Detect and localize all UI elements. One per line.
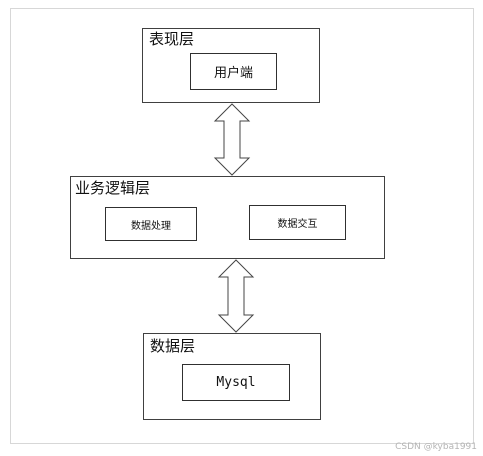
data-layer: 数据层 Mysql [143, 333, 321, 420]
data-layer-title: 数据层 [150, 337, 196, 355]
mysql-box: Mysql [182, 364, 290, 401]
double-arrow-presentation-business [213, 103, 251, 176]
presentation-layer-title: 表现层 [149, 30, 195, 48]
presentation-layer: 表现层 用户端 [142, 28, 320, 103]
data-processing-box: 数据处理 [105, 207, 197, 241]
data-interaction-box: 数据交互 [249, 205, 346, 240]
client-box: 用户端 [190, 53, 277, 90]
double-arrow-business-data [217, 259, 255, 333]
business-logic-layer-title: 业务逻辑层 [75, 179, 151, 197]
business-logic-layer: 业务逻辑层 数据处理 数据交互 [70, 176, 385, 259]
watermark: CSDN @kyba1991 [395, 442, 477, 452]
